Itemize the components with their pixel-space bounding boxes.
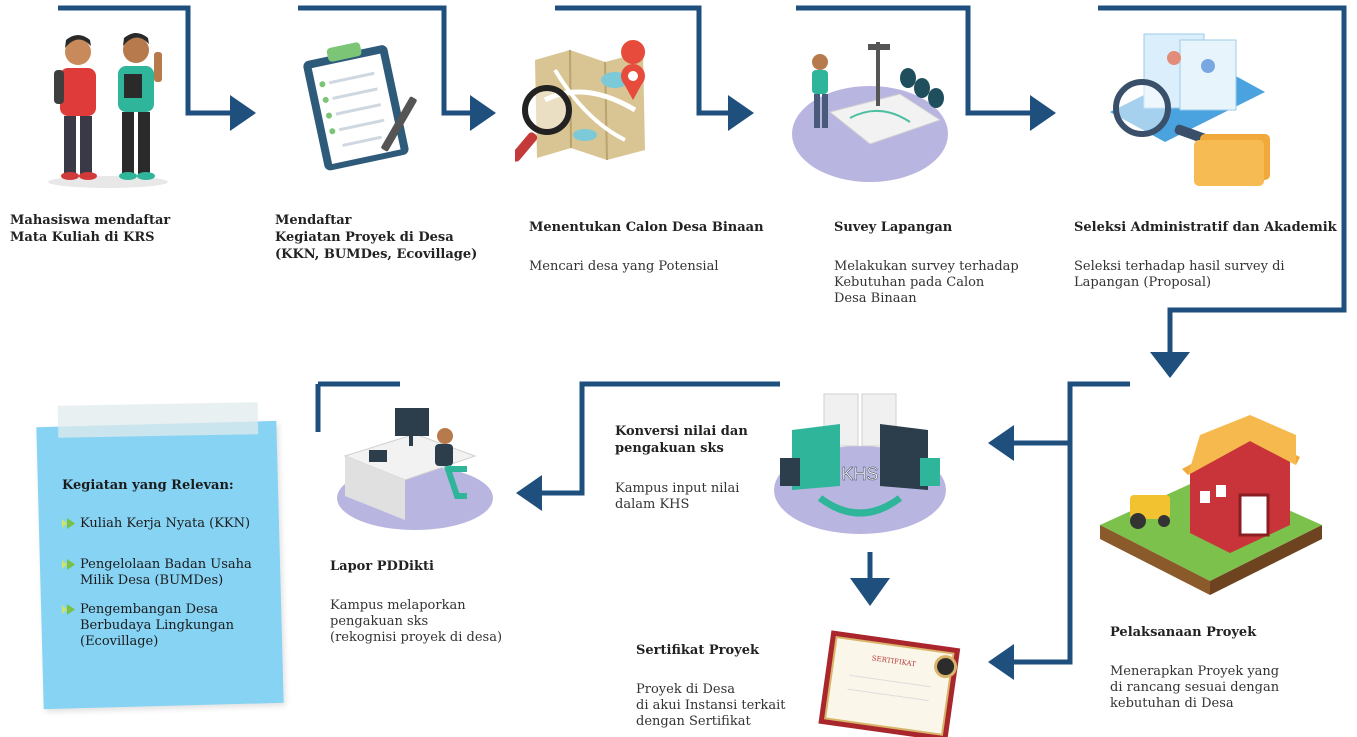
step5-title: Seleksi Administratif dan Akademik bbox=[1074, 220, 1337, 235]
farm-illustration bbox=[1100, 415, 1322, 595]
step3-desc: Mencari desa yang Potensial bbox=[529, 259, 719, 274]
connector-step1-step2 bbox=[58, 5, 232, 116]
step4-desc: Melakukan survey terhadap Kebutuhan pada… bbox=[834, 259, 1019, 306]
connector-step4-step5 bbox=[796, 5, 1032, 116]
arrow-down-1 bbox=[1150, 352, 1190, 378]
khs-illustration: KHS bbox=[774, 393, 946, 534]
note-item-label: Pengelolaan Badan Usaha Milik Desa (BUMD… bbox=[80, 557, 252, 588]
connector-step6-step9 bbox=[1012, 443, 1073, 665]
note-title: Kegiatan yang Relevan: bbox=[62, 478, 234, 493]
step2-title: Mendaftar Kegiatan Proyek di Desa (KKN, … bbox=[275, 213, 478, 262]
arrow-right-3 bbox=[728, 95, 754, 131]
step8-desc: Kampus melaporkan pengakuan sks (rekogni… bbox=[330, 598, 503, 645]
arrow-right-1 bbox=[230, 95, 256, 131]
certificate-illustration: SERTIFIKAT bbox=[818, 630, 961, 737]
khs-label: KHS bbox=[841, 464, 878, 484]
students-illustration bbox=[48, 33, 168, 188]
clipboard-illustration bbox=[303, 42, 417, 171]
bullet-arrow-icon bbox=[62, 559, 75, 570]
step3-title: Menentukan Calon Desa Binaan bbox=[529, 220, 764, 235]
note-item-label: Kuliah Kerja Nyata (KKN) bbox=[80, 516, 251, 531]
workstation-illustration bbox=[337, 408, 493, 530]
step1-title: Mahasiswa mendaftar Mata Kuliah di KRS bbox=[10, 213, 171, 245]
step7-desc: Kampus input nilai dalam KHS bbox=[615, 481, 740, 512]
arrow-right-2 bbox=[470, 95, 496, 131]
step9-desc: Proyek di Desa di akui Instansi terkait … bbox=[636, 682, 786, 729]
step5-desc: Seleksi terhadap hasil survey di Lapanga… bbox=[1074, 259, 1285, 290]
connector-step7-step8 bbox=[540, 381, 780, 496]
arrow-left-1 bbox=[988, 425, 1014, 461]
step7-title: Konversi nilai dan pengakuan sks bbox=[615, 424, 748, 456]
arrow-right-4 bbox=[1030, 95, 1056, 131]
step4-title: Suvey Lapangan bbox=[834, 220, 953, 235]
note-tape bbox=[57, 402, 259, 438]
connector-step5-step6 bbox=[1098, 5, 1347, 352]
connector-step6-step7 bbox=[1012, 381, 1130, 446]
connector-step2-step3 bbox=[298, 5, 472, 116]
arrow-down-2 bbox=[850, 578, 890, 606]
arrow-left-2 bbox=[988, 644, 1014, 680]
selection-illustration bbox=[1110, 33, 1270, 186]
step9-title: Sertifikat Proyek bbox=[636, 643, 759, 658]
survey-illustration bbox=[792, 42, 948, 182]
step6-desc: Menerapkan Proyek yang di rancang sesuai… bbox=[1110, 664, 1280, 711]
bullet-arrow-icon bbox=[62, 518, 75, 529]
connector-step3-step4 bbox=[555, 5, 730, 116]
note-item-label: Pengembangan Desa Berbudaya Lingkungan (… bbox=[80, 602, 235, 649]
bullet-arrow-icon bbox=[62, 604, 75, 615]
map-illustration bbox=[515, 40, 646, 162]
step6-title: Pelaksanaan Proyek bbox=[1110, 625, 1257, 640]
arrow-left-3 bbox=[516, 475, 542, 511]
step8-title: Lapor PDDikti bbox=[330, 559, 434, 574]
